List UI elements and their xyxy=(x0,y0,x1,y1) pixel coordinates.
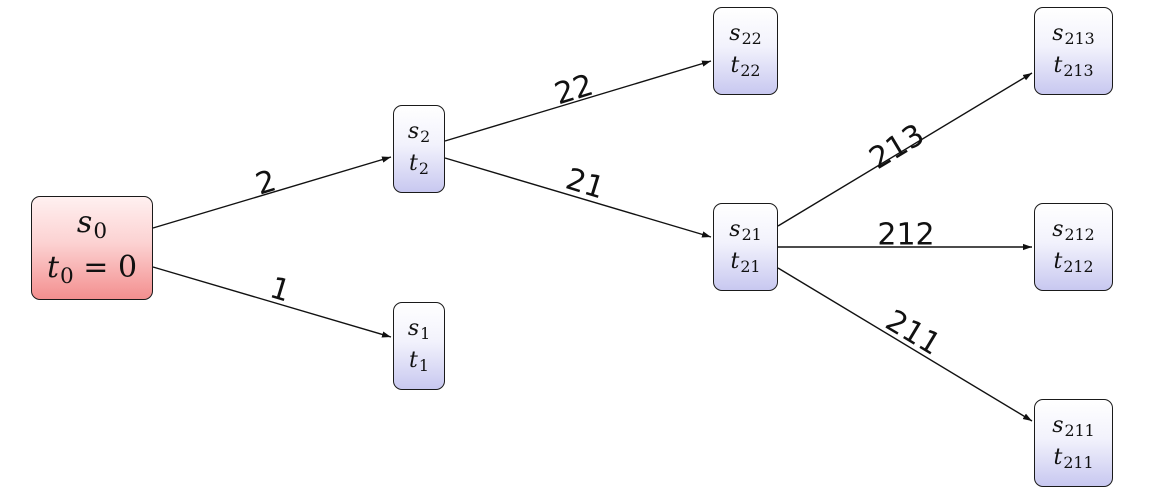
node-s213-t-line: t213 xyxy=(1053,53,1094,81)
edge-s0-s2 xyxy=(152,156,392,229)
node-s21-s-line: s21 xyxy=(729,216,762,245)
node-s0-s-line: s0 xyxy=(76,205,108,245)
edge-label-s0-s1: 1 xyxy=(266,270,294,309)
node-s213: s213 t213 xyxy=(1034,7,1113,95)
node-s213-s-line: s213 xyxy=(1052,20,1095,49)
node-s2-t-line: t2 xyxy=(409,151,429,179)
node-s2-s-line: s2 xyxy=(407,118,431,147)
node-s211-t-line: t211 xyxy=(1053,445,1094,473)
node-s0: s0 t0 = 0 xyxy=(31,196,153,300)
node-s22-t-line: t22 xyxy=(730,53,761,81)
edge-label-s2-s21: 21 xyxy=(562,162,609,207)
edge-s2-s22 xyxy=(444,60,712,142)
node-s1-t-line: t1 xyxy=(409,348,429,376)
edge-label-s2-s22: 22 xyxy=(551,68,598,113)
node-s1: s1 t1 xyxy=(393,302,445,390)
edge-s2-s21 xyxy=(444,157,712,238)
node-s211: s211 t211 xyxy=(1034,399,1113,487)
edge-s21-s213 xyxy=(777,72,1033,227)
node-s2: s2 t2 xyxy=(393,105,445,193)
node-s0-t-line: t0 = 0 xyxy=(46,250,138,290)
edge-s21-s211 xyxy=(777,267,1033,422)
node-s21: s21 t21 xyxy=(713,203,778,291)
node-s212-s-line: s212 xyxy=(1052,216,1095,245)
node-s1-s-line: s1 xyxy=(407,315,431,344)
edge-label-s21-s212: 212 xyxy=(877,218,934,253)
node-s21-t-line: t21 xyxy=(730,249,761,277)
edge-label-s21-s211: 211 xyxy=(879,303,946,362)
node-s212: s212 t212 xyxy=(1034,203,1113,291)
node-s22-s-line: s22 xyxy=(729,20,762,49)
edge-s0-s1 xyxy=(152,266,392,338)
node-s22: s22 t22 xyxy=(713,7,778,95)
node-s211-s-line: s211 xyxy=(1052,412,1095,441)
node-s212-t-line: t212 xyxy=(1053,249,1094,277)
